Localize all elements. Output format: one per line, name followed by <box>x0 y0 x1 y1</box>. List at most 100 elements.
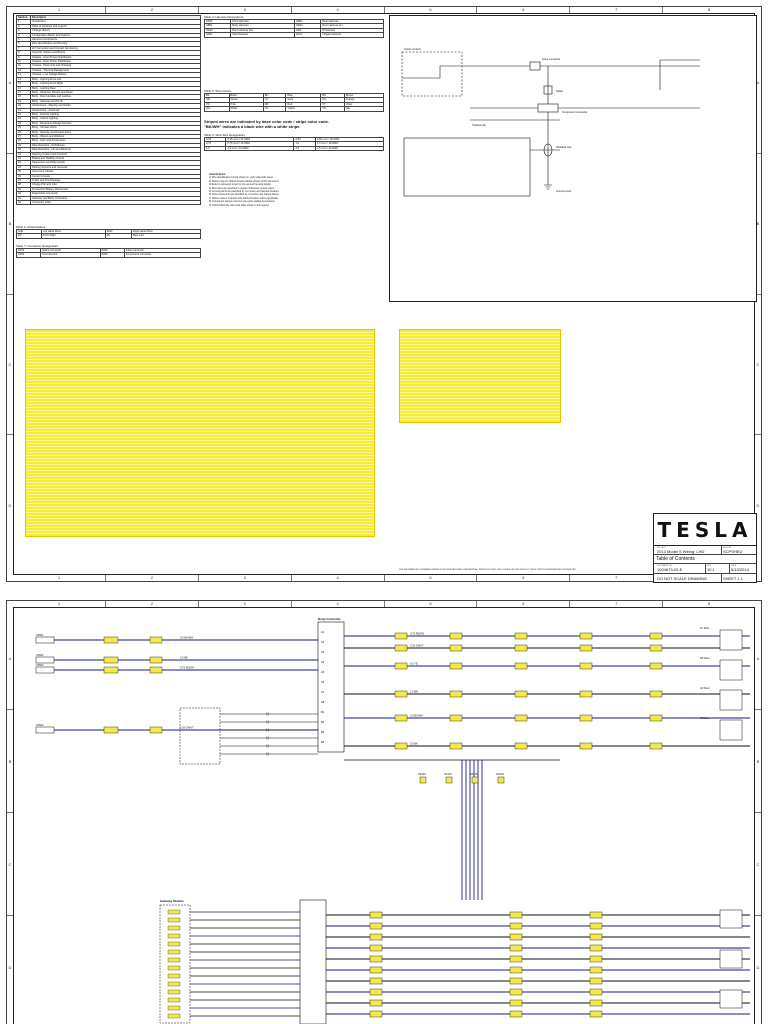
inline-connector <box>589 922 603 930</box>
general-note-line: 4) Wire sizes are specified in square mi… <box>209 186 275 190</box>
ground-icon <box>544 184 552 190</box>
inline-connector <box>369 955 383 963</box>
inline-connector <box>449 632 463 640</box>
zone-column-label: 7 <box>569 575 662 581</box>
inline-connector <box>394 714 408 722</box>
zone-column-label: 4 <box>290 601 384 607</box>
inline-connector <box>103 666 119 674</box>
door-device-box <box>719 719 743 741</box>
twisted-pair-symbol <box>265 712 270 716</box>
zone-column-label: 8 <box>662 601 755 607</box>
splice-symbol <box>419 776 427 784</box>
inline-connector <box>167 989 181 995</box>
inline-connector <box>589 955 603 963</box>
inline-connector <box>589 911 603 919</box>
project-label: PROJECT <box>657 546 667 549</box>
striped-note-line1: Striped wires are indicated by base colo… <box>204 119 329 124</box>
legend-label-component: Component connector <box>562 110 588 114</box>
general-note-line: 2) Splices may be shared across multiple… <box>209 179 280 183</box>
document-label: DOCUMENT NO. <box>657 564 673 567</box>
wire-id-label: 0.35 GN/VT <box>180 726 194 730</box>
door-device-label: RR Door <box>700 716 710 720</box>
zone-row-label: A <box>756 80 760 86</box>
splice-symbol <box>471 776 479 784</box>
twisted-pair-symbol <box>265 752 270 756</box>
door-device-label: LR Door <box>700 686 710 690</box>
zone-column-label: 3 <box>197 7 291 13</box>
inline-connector <box>514 742 528 750</box>
proprietary-disclaimer: THE INFORMATION CONTAINED HEREIN IS PROP… <box>399 569 577 571</box>
highlighted-notes-block-right <box>399 329 561 423</box>
wire-id-label: 0.5 BK <box>410 742 418 746</box>
wire-id-label: 0.5 BU/WH <box>410 714 423 718</box>
inline-connector <box>649 742 663 750</box>
table-cell: Connector Index <box>30 200 201 206</box>
wire-id-label: 0.35 GN/VT <box>410 644 424 648</box>
wire-id-label: 0.75 RD/GN <box>410 632 424 636</box>
inline-connector <box>394 632 408 640</box>
inline-connector-symbol <box>529 61 541 71</box>
date-value: 5/13/2014 <box>731 566 749 572</box>
inline-connector <box>149 726 163 734</box>
inline-connector <box>514 690 528 698</box>
project-value: 2013 Model S Wiring: LHD <box>657 548 705 554</box>
zone-row-label: B <box>7 152 13 294</box>
zone-row-label: A <box>756 655 760 661</box>
inline-connector <box>167 957 181 963</box>
controller-pin-label: A1 <box>321 630 325 634</box>
striped-note-line2: "BK/WH" indicates a black wire with a wh… <box>204 124 301 129</box>
controller-pin-label: A2 <box>321 640 325 644</box>
inline-connector <box>369 966 383 974</box>
inline-connector <box>103 726 119 734</box>
symbol-legend <box>389 15 757 302</box>
inline-connector <box>167 933 181 939</box>
inline-connector <box>167 973 181 979</box>
inline-connector <box>394 662 408 670</box>
twisted-pair-symbol <box>265 744 270 748</box>
zone-row-label: B <box>755 709 761 812</box>
inline-connector <box>369 933 383 941</box>
inline-connector <box>369 999 383 1007</box>
revision-value: 10.1 <box>707 566 715 572</box>
inline-connector <box>649 714 663 722</box>
door-device-label: LF Door <box>700 626 710 630</box>
controller-pin-label: B4 <box>321 740 325 744</box>
splice-label: SP101 <box>418 772 426 776</box>
splice-label: SP104 <box>496 772 504 776</box>
table-cell: Rear Left <box>130 233 202 239</box>
zone-column-label: 2 <box>104 575 198 581</box>
scale-note: DO NOT SCALE DRAWING <box>656 574 722 583</box>
inline-connector <box>589 944 603 952</box>
zone-row-label: D <box>755 434 761 575</box>
inline-connector <box>589 988 603 996</box>
controller-pin-label: A4 <box>321 660 325 664</box>
legend-label-inline: Inline connector <box>542 57 560 61</box>
table-cell: 2.5 <box>293 145 316 152</box>
highlighted-notes-block-left <box>25 329 375 537</box>
inline-connector <box>449 662 463 670</box>
actuator-box <box>719 909 743 929</box>
legend-label-ground: Ground point <box>556 189 571 193</box>
inline-connector <box>449 742 463 750</box>
inline-connector <box>103 636 119 644</box>
table-cell: Tan <box>343 106 385 112</box>
splice-label: SP103 <box>470 772 478 776</box>
inline-connector <box>579 632 593 640</box>
table-cell: 2.5 mm² / 14 AWG <box>314 145 385 152</box>
zone-row-label: D <box>755 915 761 1018</box>
inline-connector <box>589 933 603 941</box>
lower-controller-box <box>299 899 327 1024</box>
input-connector <box>35 636 55 644</box>
general-note-line: 3) Refer to connector index for pin-out … <box>209 183 272 187</box>
actuator-box <box>719 949 743 969</box>
table-cell: X003 <box>15 252 42 258</box>
zone-column-label: 7 <box>569 7 662 13</box>
inline-connector <box>394 644 408 652</box>
